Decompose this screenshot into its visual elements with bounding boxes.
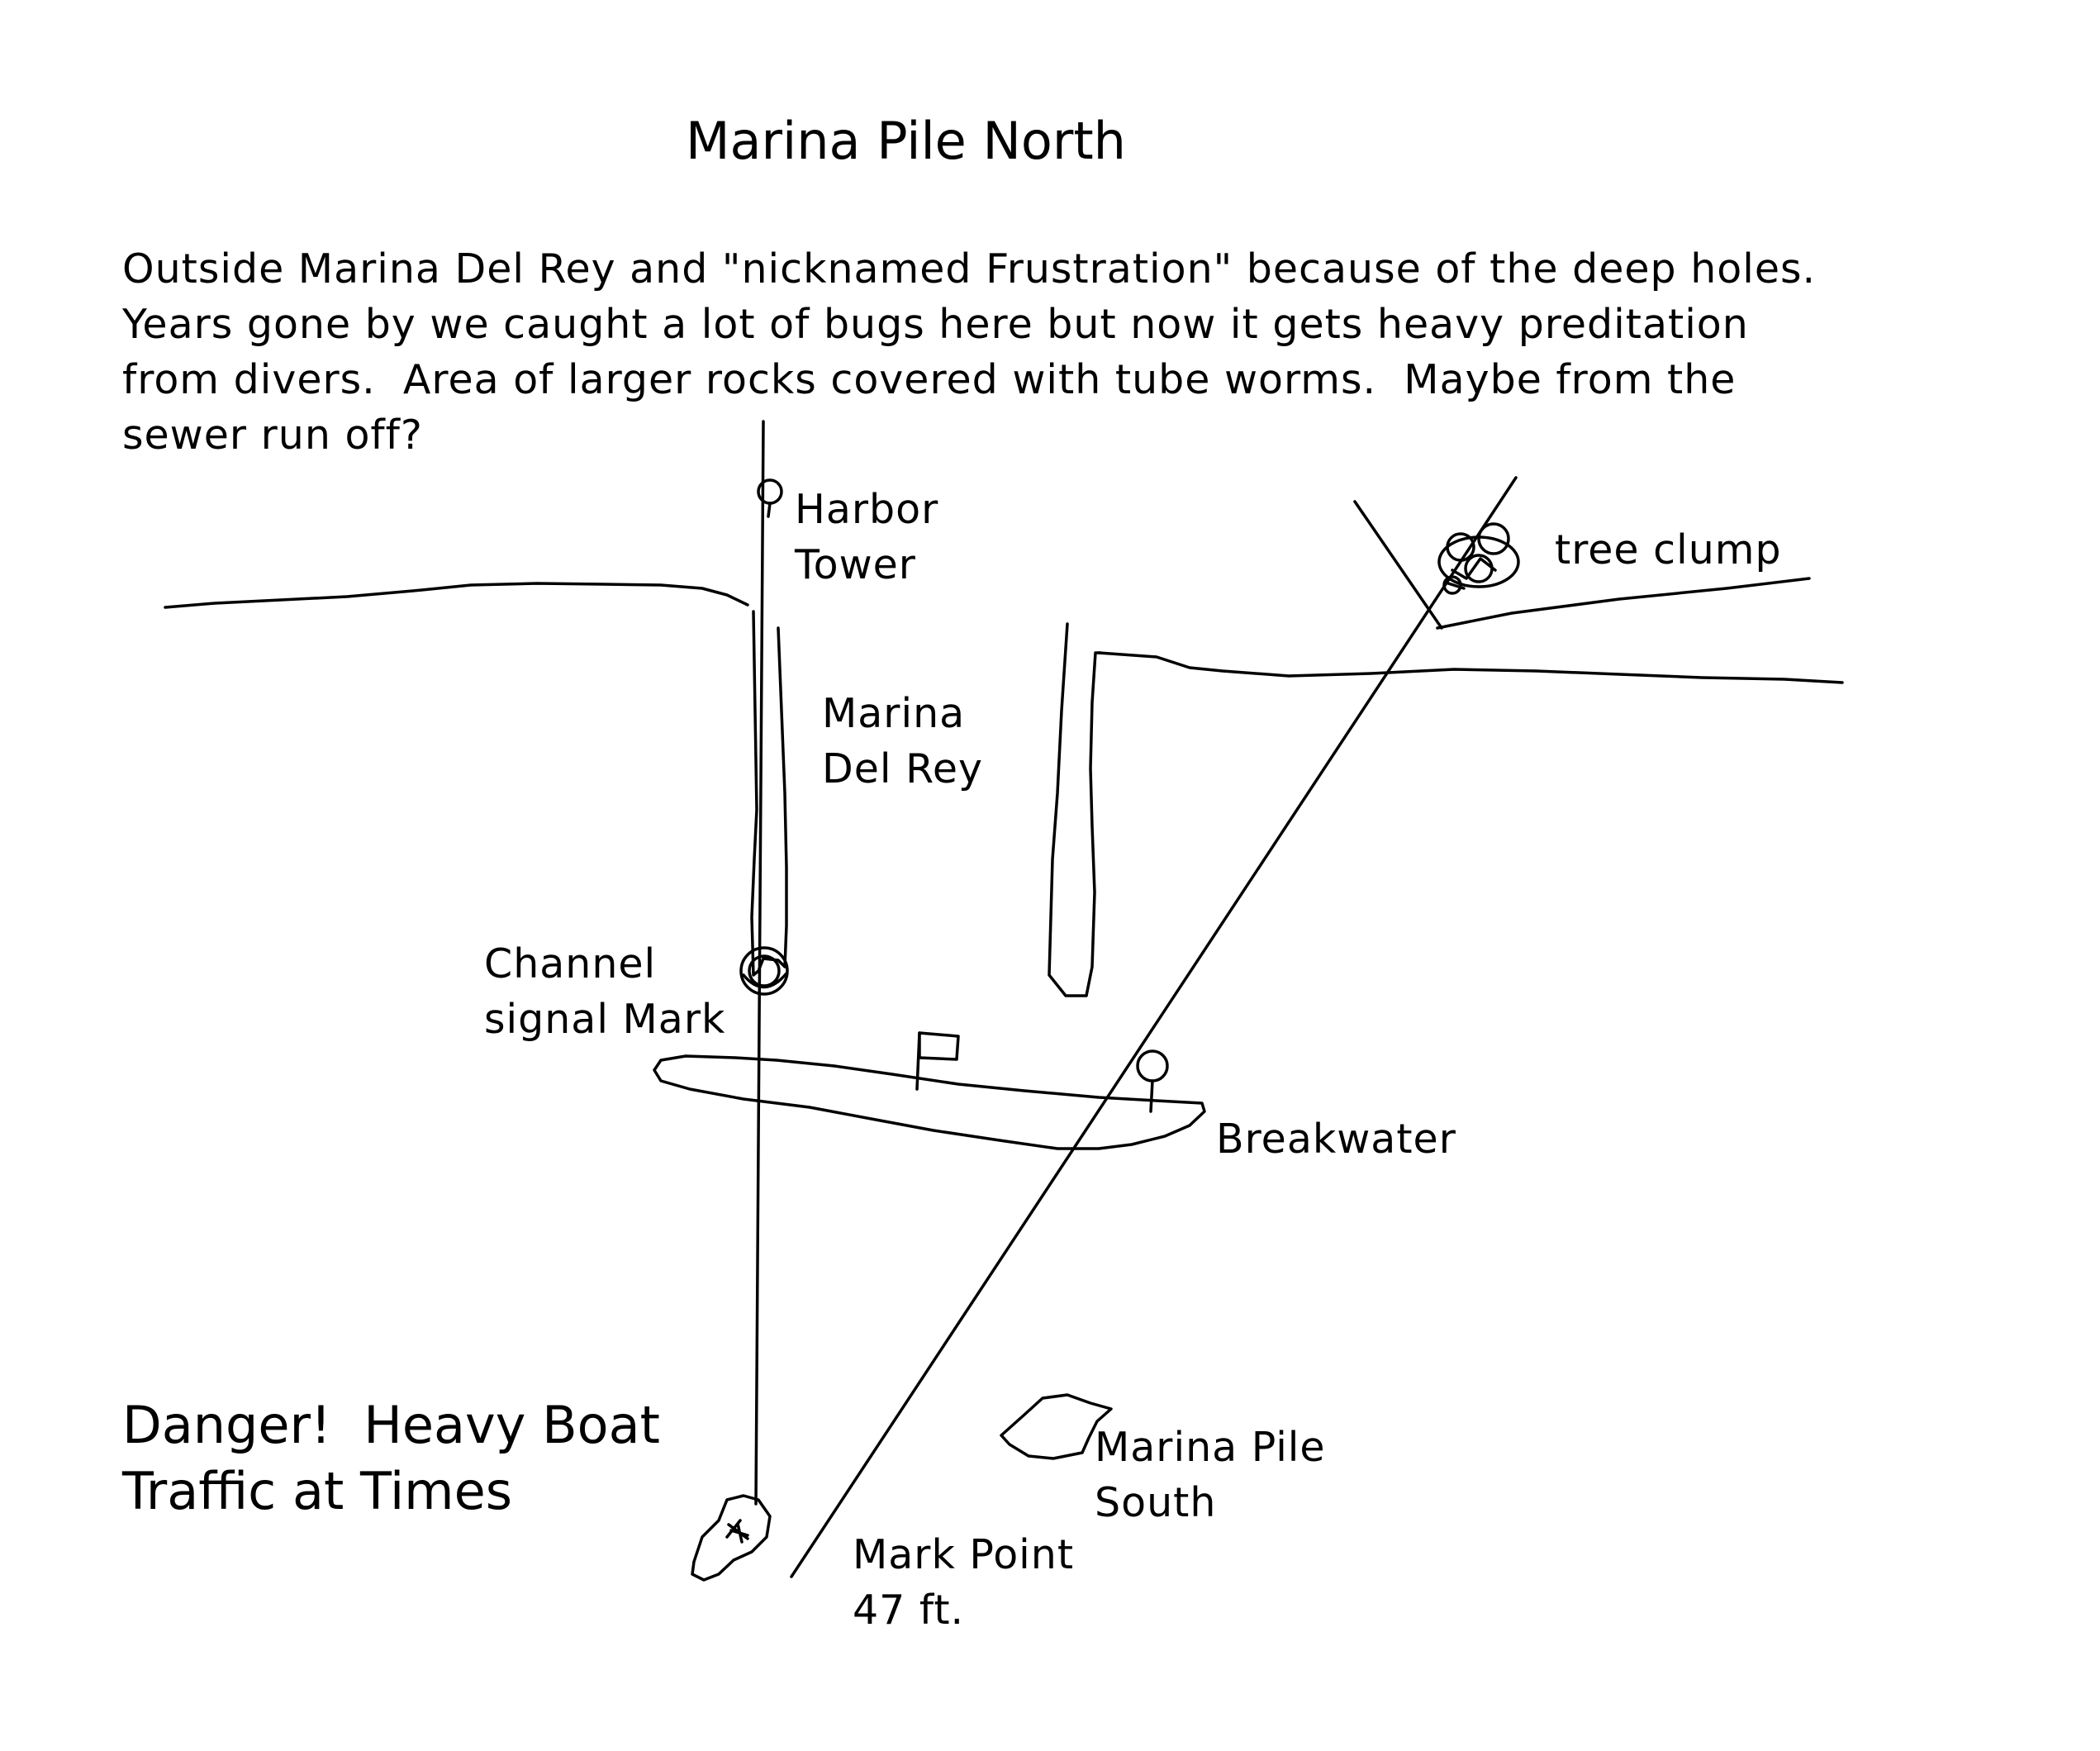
- label-marina-del-rey-line1: Marina: [822, 690, 966, 737]
- description-line-4: sewer run off?: [122, 412, 423, 459]
- shore-branch: [1436, 577, 1811, 630]
- tree-icon: [1136, 1049, 1169, 1113]
- label-channel-signal-mark-line1: Channel: [484, 940, 657, 987]
- jetty-left: [750, 610, 788, 977]
- sight-line-tree-clump: [790, 476, 1518, 1578]
- tree-clump-icon: [1437, 522, 1520, 595]
- jetty-right: [1048, 622, 1102, 997]
- label-mark-point-line1: Mark Point: [853, 1531, 1075, 1578]
- label-marina-del-rey-line2: Del Rey: [822, 745, 984, 792]
- label-harbor-tower-line1: Harbor: [795, 486, 939, 533]
- sight-line-harbor-tower: [754, 420, 765, 1506]
- sight-line-tree: [1353, 500, 1443, 630]
- description-line-2: Years gone by we caught a lot of bugs he…: [122, 301, 1749, 348]
- flip-flop-icon: [691, 1494, 772, 1582]
- label-marina-pile-south-line2: South: [1095, 1479, 1217, 1526]
- page-title: Marina Pile North: [686, 111, 1126, 171]
- label-tree-clump: tree clump: [1555, 526, 1782, 573]
- marina-pile-south-rock: [1000, 1393, 1113, 1460]
- channel-buoy-icon: [739, 946, 789, 996]
- label-breakwater: Breakwater: [1216, 1116, 1456, 1163]
- shoreline-left: [164, 582, 749, 609]
- description-line-3: from divers. Area of larger rocks covere…: [122, 356, 1737, 403]
- label-channel-signal-mark-line2: signal Mark: [484, 996, 726, 1043]
- breakwater-outline: [653, 1054, 1206, 1150]
- label-harbor-tower-line2: Tower: [795, 541, 916, 588]
- flag-icon: [915, 1031, 960, 1091]
- description-line-1: Outside Marina Del Rey and "nicknamed Fr…: [122, 245, 1817, 293]
- label-mark-point-depth: 47 ft.: [853, 1587, 965, 1634]
- warning-line-1: Danger! Heavy Boat: [122, 1395, 660, 1455]
- shoreline-right: [1097, 651, 1844, 684]
- label-marina-pile-south-line1: Marina Pile: [1095, 1424, 1326, 1471]
- warning-line-2: Traffic at Times: [122, 1461, 513, 1521]
